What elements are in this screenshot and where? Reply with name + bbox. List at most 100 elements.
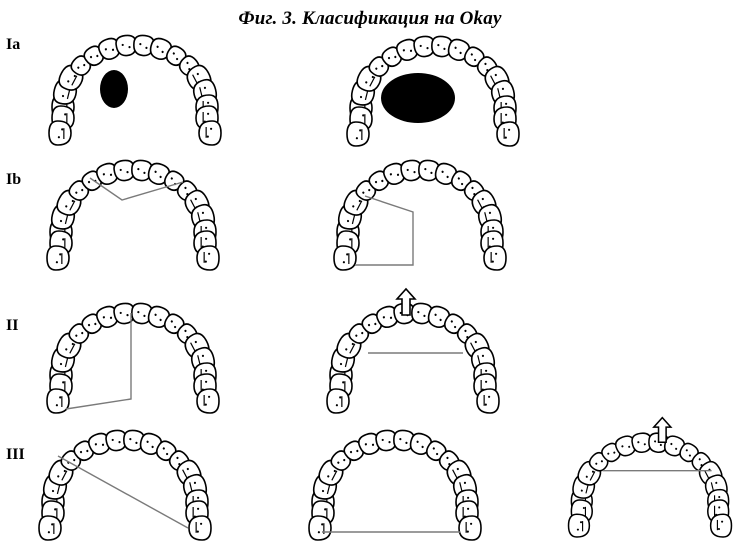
tooth xyxy=(477,389,499,413)
tooth-cusp xyxy=(61,128,63,130)
tooth-cusp xyxy=(56,404,58,406)
tooth-outline xyxy=(189,516,211,540)
tooth-cusp xyxy=(339,396,341,398)
tooth xyxy=(334,246,356,270)
tooth-cusp xyxy=(467,508,469,510)
tooth-cusp xyxy=(721,521,723,523)
tooth-cusp xyxy=(343,261,345,263)
tooth-cusp xyxy=(205,370,207,372)
tooth-outline xyxy=(477,389,499,413)
tooth-cusp xyxy=(208,396,210,398)
tooth-cusp xyxy=(321,523,323,525)
tooth-cusp xyxy=(488,396,490,398)
arch-ib-lateral-box xyxy=(325,158,515,268)
dental-arch xyxy=(39,429,211,540)
tooth-outline xyxy=(459,516,481,540)
dental-arch xyxy=(334,159,506,270)
tooth-outline xyxy=(347,122,369,146)
tooth-cusp xyxy=(48,531,50,533)
tooth xyxy=(47,389,69,413)
palatal-defect-small xyxy=(100,70,128,108)
tooth-cusp xyxy=(59,396,61,398)
tooth-cusp xyxy=(58,136,60,138)
tooth-cusp xyxy=(207,136,209,138)
tooth-cusp xyxy=(359,129,361,131)
tooth-outline xyxy=(199,121,221,145)
tooth-cusp xyxy=(64,113,66,115)
tooth-cusp xyxy=(508,129,510,131)
tooth-outline xyxy=(484,246,506,270)
arch-ii-transverse-arrow xyxy=(318,301,508,411)
tooth-cusp xyxy=(492,261,494,263)
tooth-cusp xyxy=(336,404,338,406)
tooth-outline xyxy=(197,246,219,270)
tooth-outline xyxy=(711,514,732,537)
tooth xyxy=(39,516,61,540)
tooth xyxy=(197,246,219,270)
tooth xyxy=(49,121,71,145)
tooth-outline xyxy=(497,122,519,146)
tooth-cusp xyxy=(200,523,202,525)
tooth xyxy=(347,122,369,146)
tooth xyxy=(484,246,506,270)
arch-iii-posterior-base xyxy=(300,428,490,538)
tooth-outline xyxy=(327,389,349,413)
arch-ia-small-defect xyxy=(40,33,230,143)
tooth-cusp xyxy=(346,253,348,255)
row-label-ia: Ia xyxy=(6,36,20,54)
tooth-cusp xyxy=(197,508,199,510)
palatal-defect-large xyxy=(381,73,455,123)
tooth xyxy=(309,516,331,540)
tooth-cusp xyxy=(485,381,487,383)
tooth-cusp xyxy=(54,508,56,510)
tooth-cusp xyxy=(342,381,344,383)
row-label-ib: Ib xyxy=(6,171,21,189)
arch-iii-transverse-arrow xyxy=(560,428,740,538)
tooth xyxy=(47,246,69,270)
tooth xyxy=(459,516,481,540)
tooth-cusp xyxy=(62,238,64,240)
tooth-outline xyxy=(334,246,356,270)
arch-ii-midline-angled xyxy=(38,301,228,411)
tooth-cusp xyxy=(492,238,494,240)
tooth xyxy=(189,516,211,540)
tooth-cusp xyxy=(485,370,487,372)
tooth-cusp xyxy=(197,497,199,499)
figure-title: Фиг. 3. Класификация на Okay xyxy=(0,8,740,30)
arch-ia-large-defect xyxy=(338,34,528,144)
tooth-cusp xyxy=(467,497,469,499)
tooth-cusp xyxy=(207,113,209,115)
dental-arch xyxy=(49,34,221,145)
row-label-ii: II xyxy=(6,317,18,335)
tooth-cusp xyxy=(51,523,53,525)
tooth-outline xyxy=(569,514,590,537)
tooth xyxy=(711,514,732,537)
tooth-outline xyxy=(197,389,219,413)
tooth-cusp xyxy=(492,227,494,229)
dental-arch xyxy=(569,432,732,537)
tooth-cusp xyxy=(505,103,507,105)
tooth-cusp xyxy=(577,529,579,531)
tooth-cusp xyxy=(324,508,326,510)
tooth-cusp xyxy=(197,531,199,533)
tooth xyxy=(327,389,349,413)
tooth-outline xyxy=(47,389,69,413)
tooth-cusp xyxy=(207,102,209,104)
arch-iii-diagonal xyxy=(30,428,220,538)
tooth-cusp xyxy=(718,528,720,530)
tooth-cusp xyxy=(205,404,207,406)
dental-arch xyxy=(47,302,219,413)
tooth-cusp xyxy=(318,531,320,533)
row-label-iii: III xyxy=(6,446,25,464)
tooth-cusp xyxy=(56,261,58,263)
tooth-cusp xyxy=(356,137,358,139)
tooth-cusp xyxy=(583,507,585,509)
tooth-cusp xyxy=(205,227,207,229)
arch-ib-anterior-v xyxy=(38,158,228,268)
tooth xyxy=(199,121,221,145)
dental-arch xyxy=(47,159,219,270)
tooth-outline xyxy=(47,246,69,270)
tooth-cusp xyxy=(208,253,210,255)
tooth-cusp xyxy=(210,128,212,130)
tooth-cusp xyxy=(62,381,64,383)
